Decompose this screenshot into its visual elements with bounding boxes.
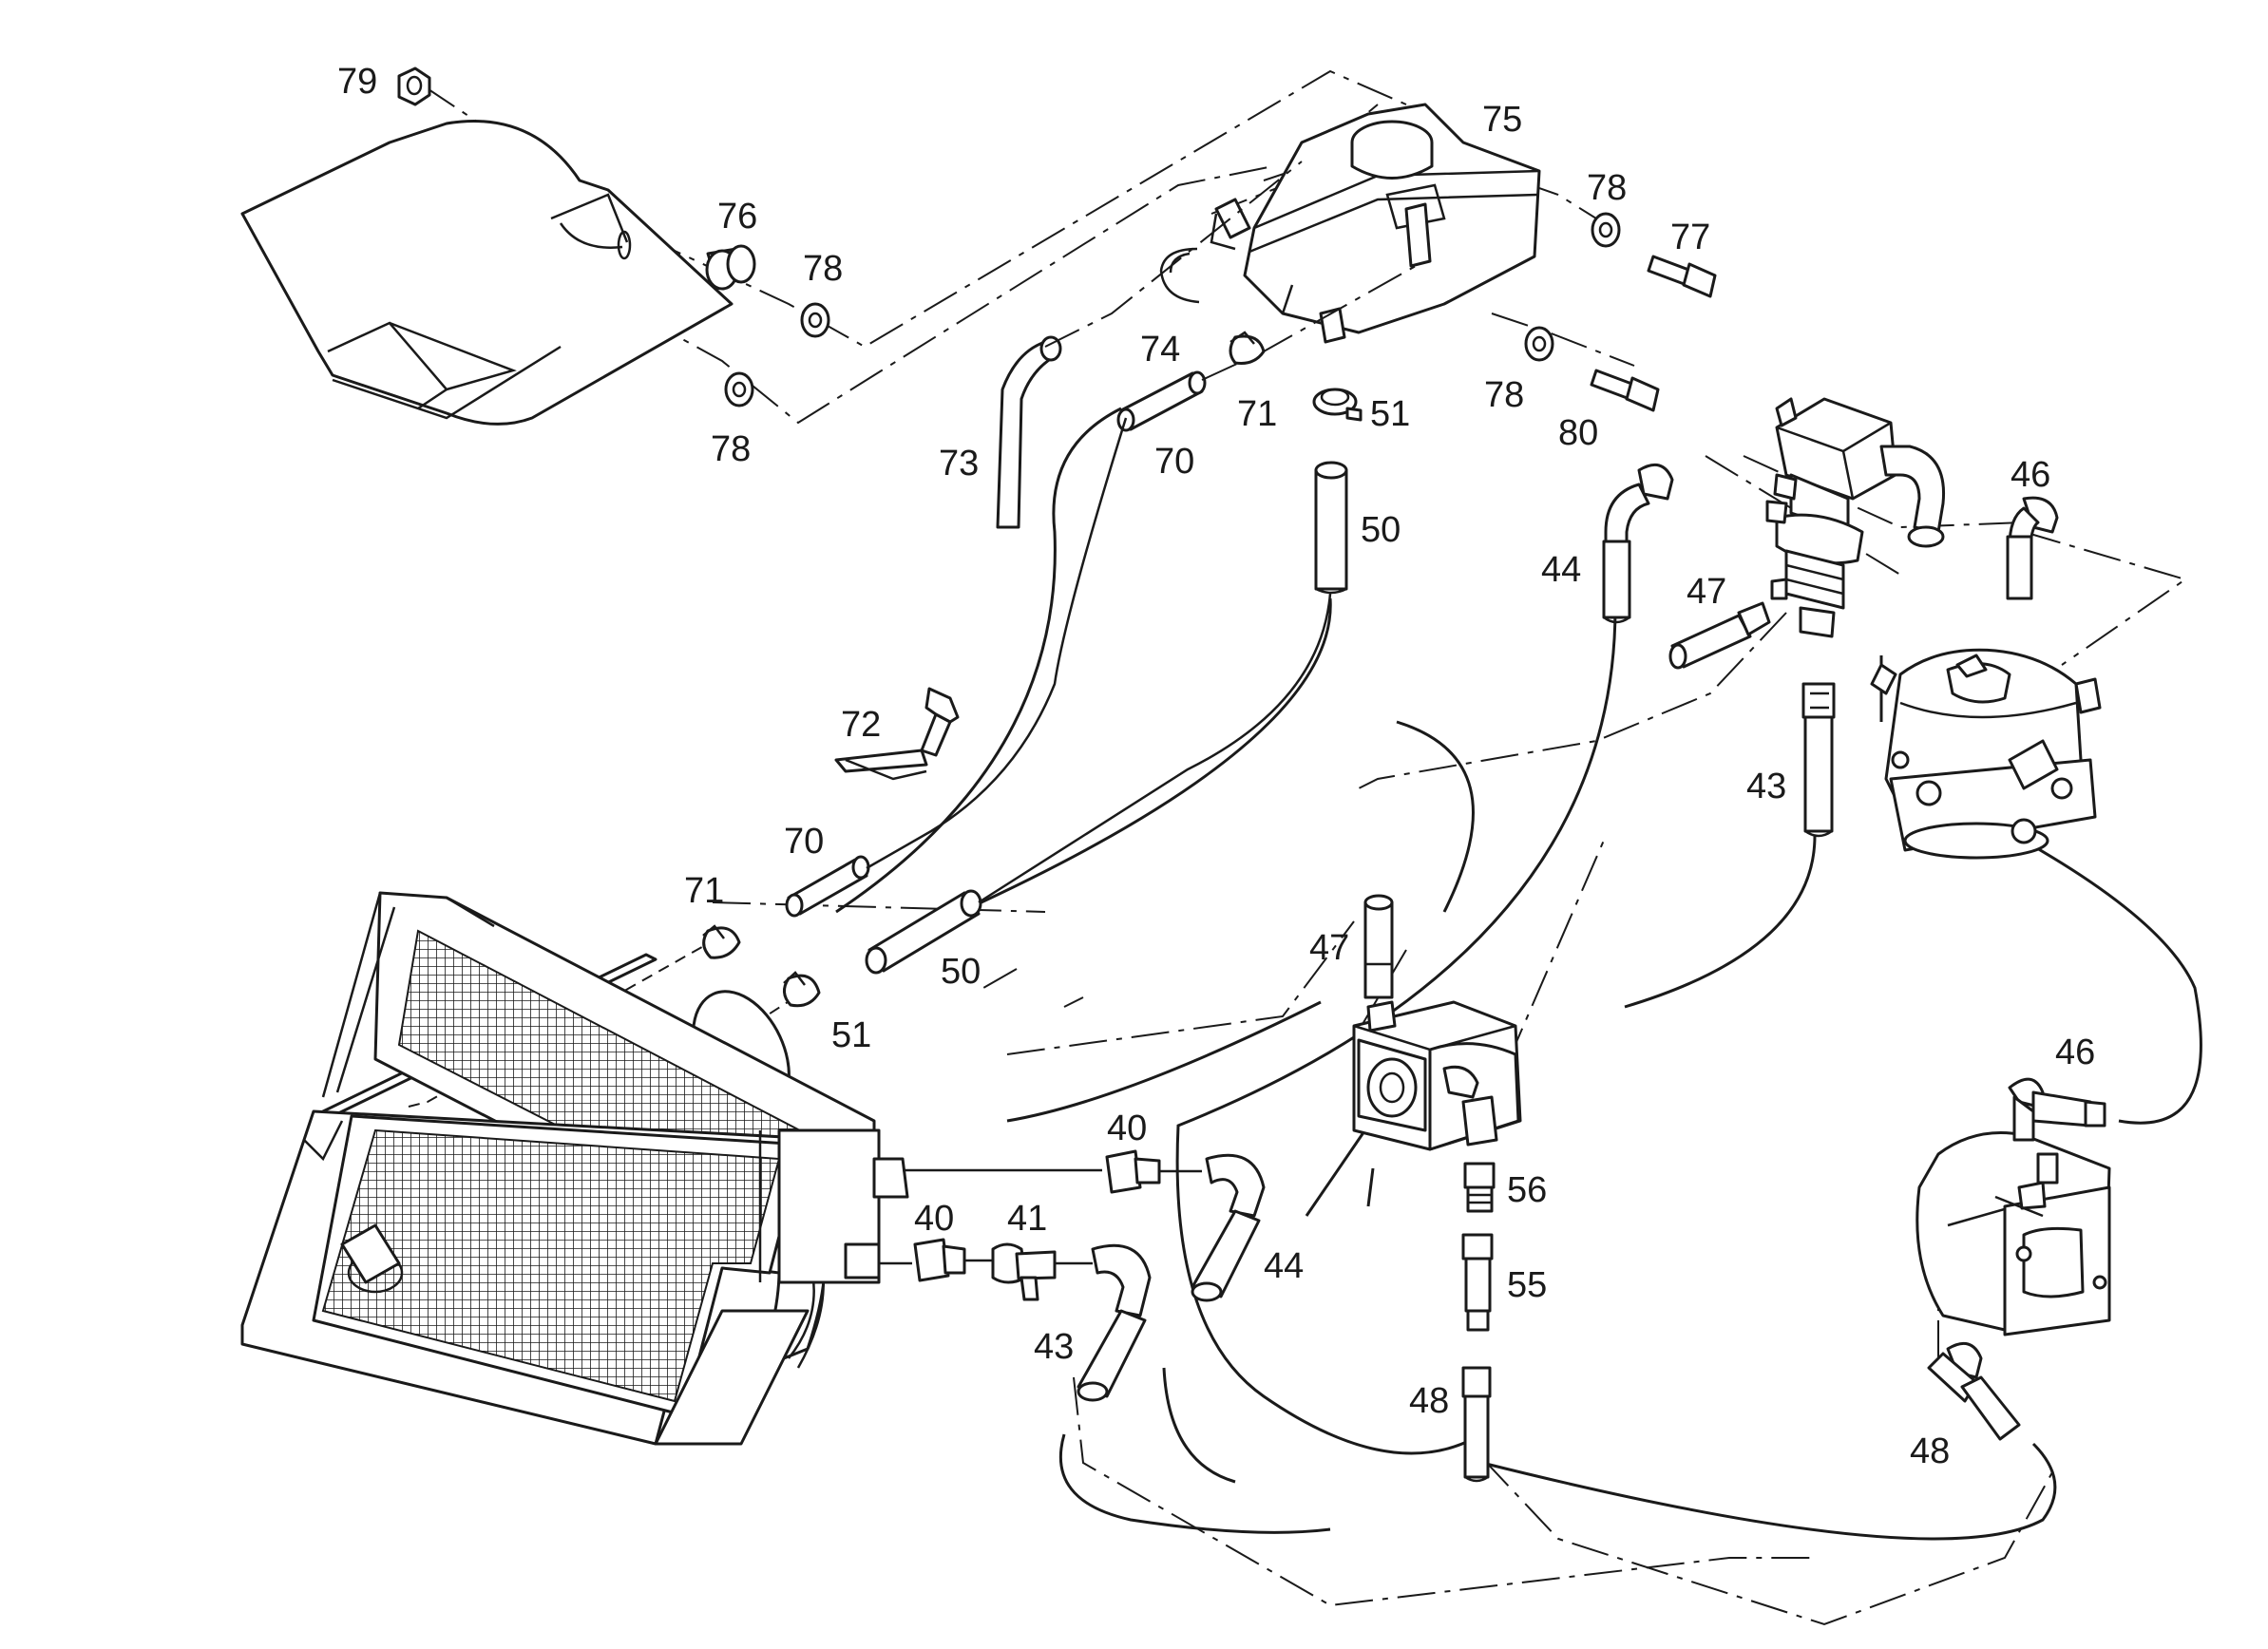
bracket-72-icon bbox=[834, 687, 960, 781]
hose-48-right-icon bbox=[1927, 1341, 2021, 1441]
engine-shroud-icon bbox=[240, 120, 734, 426]
hydraulic-pump-unit-icon bbox=[1870, 648, 2102, 860]
fitting-56-icon bbox=[1463, 1162, 1496, 1213]
hose-44-upper-icon bbox=[1602, 463, 1674, 624]
callout-75: 75 bbox=[1482, 100, 1522, 140]
callout-56: 56 bbox=[1507, 1170, 1547, 1210]
callout-40: 40 bbox=[1107, 1109, 1147, 1148]
callout-78: 78 bbox=[711, 429, 751, 469]
callout-48: 48 bbox=[1409, 1381, 1449, 1421]
hose-43-lower-icon bbox=[1077, 1243, 1152, 1402]
fitting-47-lower-icon bbox=[1363, 894, 1394, 999]
hose-50-lower-icon bbox=[865, 593, 1332, 975]
callout-72: 72 bbox=[841, 705, 881, 745]
clamp-lower-icons bbox=[702, 924, 821, 1008]
callout-74: 74 bbox=[1140, 330, 1180, 370]
radiator-icon bbox=[240, 891, 1102, 1446]
fitting-55-icon bbox=[1461, 1233, 1494, 1332]
washer-icons bbox=[724, 212, 1621, 408]
callout-55: 55 bbox=[1507, 1265, 1547, 1305]
callout-78: 78 bbox=[1587, 168, 1627, 208]
callout-43: 43 bbox=[1034, 1327, 1074, 1367]
hose-73-icon bbox=[996, 161, 1303, 529]
callout-50: 50 bbox=[941, 952, 981, 992]
hose-70-lower-icon bbox=[785, 417, 1128, 918]
callout-46: 46 bbox=[2055, 1033, 2095, 1072]
callout-73: 73 bbox=[939, 444, 979, 483]
callout-77: 77 bbox=[1670, 218, 1710, 257]
callout-51: 51 bbox=[831, 1015, 871, 1055]
hose-48-center-icon bbox=[1461, 1366, 1492, 1483]
callout-43: 43 bbox=[1746, 767, 1786, 806]
callout-70: 70 bbox=[1154, 442, 1194, 482]
hoses bbox=[835, 407, 2202, 1541]
hose-46-upper-icon bbox=[2006, 496, 2059, 600]
callout-50: 50 bbox=[1361, 510, 1401, 550]
callout-47: 47 bbox=[1309, 928, 1349, 968]
callout-79: 79 bbox=[337, 62, 377, 102]
callout-78: 78 bbox=[803, 249, 843, 289]
hose-50-upper-icon bbox=[1314, 461, 1348, 595]
circlip-74-icon bbox=[1159, 247, 1200, 304]
callout-40: 40 bbox=[914, 1199, 954, 1239]
gear-pump-icon bbox=[1352, 1000, 1522, 1151]
callout-47: 47 bbox=[1687, 572, 1726, 612]
hose-43-upper-icon bbox=[1801, 682, 1836, 838]
callout-48: 48 bbox=[1910, 1431, 1950, 1471]
hose-46-lower-icon bbox=[2008, 1077, 2106, 1142]
callout-71: 71 bbox=[684, 871, 724, 911]
expansion-tank-icon bbox=[1210, 103, 1541, 344]
spacer-76-icon bbox=[705, 244, 756, 291]
bolt-icons bbox=[1590, 255, 1717, 412]
clamp-51-upper-icon bbox=[1312, 388, 1363, 422]
fitting-47-upper-icon bbox=[1668, 601, 1771, 670]
callout-46: 46 bbox=[2011, 455, 2050, 495]
fitting-40-lower-icon bbox=[913, 1238, 993, 1282]
callout-41: 41 bbox=[1007, 1199, 1047, 1239]
callout-80: 80 bbox=[1558, 413, 1598, 453]
callout-76: 76 bbox=[717, 197, 757, 237]
callout-71: 71 bbox=[1237, 394, 1277, 434]
tee-fitting-41-icon bbox=[991, 1242, 1093, 1301]
callout-44: 44 bbox=[1264, 1246, 1304, 1286]
valve-block-icon bbox=[1765, 397, 1946, 638]
fitting-40-upper-icon bbox=[1105, 1149, 1202, 1194]
nut-79-icon bbox=[397, 66, 431, 106]
callout-78: 78 bbox=[1484, 375, 1524, 415]
hose-44-lower-icon bbox=[1191, 1153, 1266, 1302]
tank-unit-icon bbox=[1915, 1131, 2111, 1336]
callout-44: 44 bbox=[1541, 550, 1581, 590]
clamp-71-upper-icon bbox=[1229, 331, 1266, 365]
callout-70: 70 bbox=[784, 822, 824, 862]
callout-labels: 79 76 78 78 75 78 77 74 71 51 78 80 73 7… bbox=[337, 62, 2095, 1471]
callout-51: 51 bbox=[1370, 394, 1410, 434]
